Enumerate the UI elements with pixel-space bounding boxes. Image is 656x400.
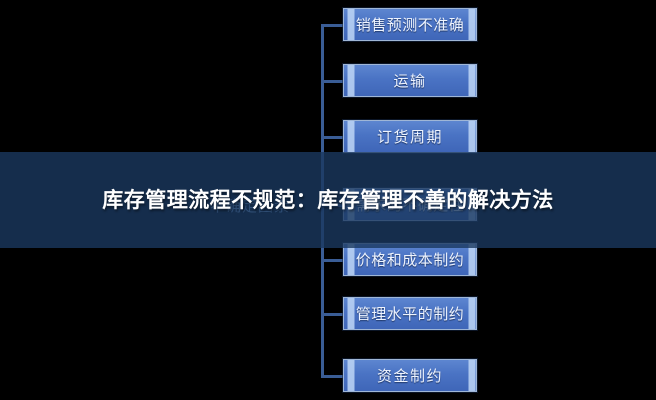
page-title: 库存管理流程不规范：库存管理不善的解决方法 — [102, 188, 554, 212]
diagram-node-management-level-constraint[interactable]: 管理水平的制约 — [343, 297, 477, 330]
diagram-node-capital-constraint[interactable]: 资金制约 — [343, 359, 477, 392]
diagram-node-label: 价格和成本制约 — [355, 251, 465, 269]
connector-branch-6 — [321, 313, 343, 316]
connector-branch-7 — [321, 375, 343, 378]
title-overlay-band: 库存管理流程不规范：库存管理不善的解决方法 — [0, 152, 656, 248]
diagram-node-label: 销售预测不准确 — [355, 16, 465, 34]
diagram-node-label: 管理水平的制约 — [355, 305, 465, 323]
diagram-node-order-cycle[interactable]: 订货周期 — [343, 120, 477, 153]
diagram-node-label: 资金制约 — [376, 367, 443, 385]
diagram-node-sales-forecast[interactable]: 销售预测不准确 — [343, 8, 477, 41]
connector-branch-1 — [321, 24, 343, 27]
diagram-node-label: 订货周期 — [376, 128, 443, 146]
connector-branch-3 — [321, 136, 343, 139]
diagram-node-transport[interactable]: 运输 — [343, 64, 477, 97]
connector-branch-5 — [321, 259, 343, 262]
connector-branch-2 — [321, 80, 343, 83]
diagram-node-label: 运输 — [393, 72, 427, 90]
diagram-node-price-cost-constraint[interactable]: 价格和成本制约 — [343, 243, 477, 276]
